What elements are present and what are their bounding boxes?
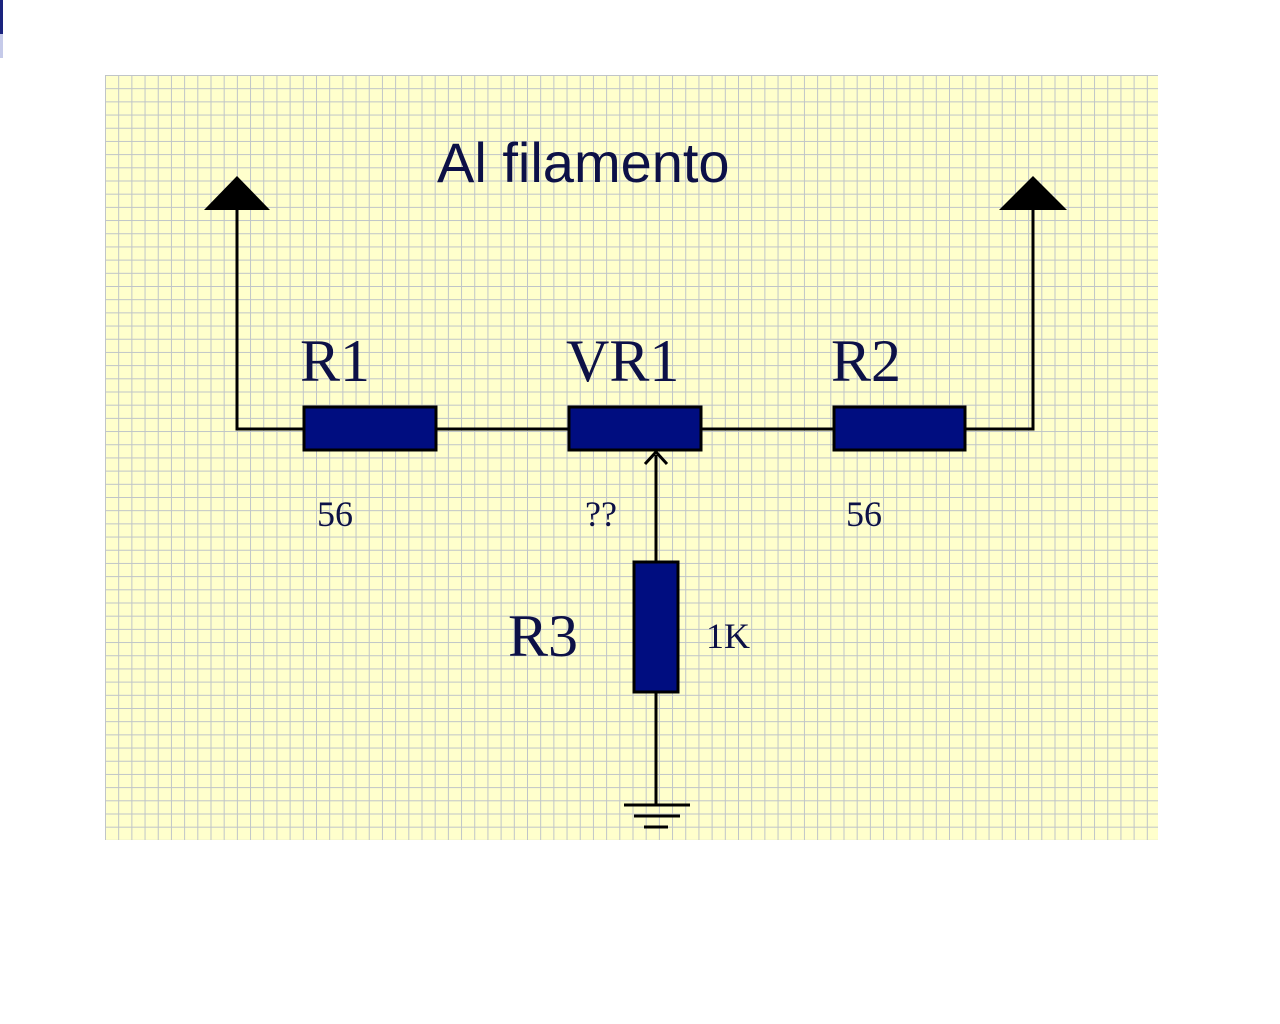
wiper-arrow-icon [643,449,669,466]
right-terminal-arrow-icon [999,176,1067,210]
r3-value: 1K [706,616,750,656]
ground-icon [624,803,690,829]
r2-value: 56 [846,494,882,534]
r1-label: R1 [300,328,370,394]
resistor-r3 [632,560,680,694]
r2-label: R2 [831,328,901,394]
wire-right [965,208,1035,431]
r3-label: R3 [508,603,578,669]
left-terminal-arrow-icon [204,176,270,210]
vr1-label: VR1 [566,328,679,394]
resistor-r2 [832,405,967,452]
vr1-value: ?? [585,494,617,534]
diagram-title: Al filamento [437,131,730,194]
corner-mark [0,0,3,58]
potentiometer-vr1 [567,405,703,452]
wire-left [235,208,304,431]
resistor-r1 [302,405,438,452]
grid-panel [105,75,1158,840]
r1-value: 56 [317,494,353,534]
